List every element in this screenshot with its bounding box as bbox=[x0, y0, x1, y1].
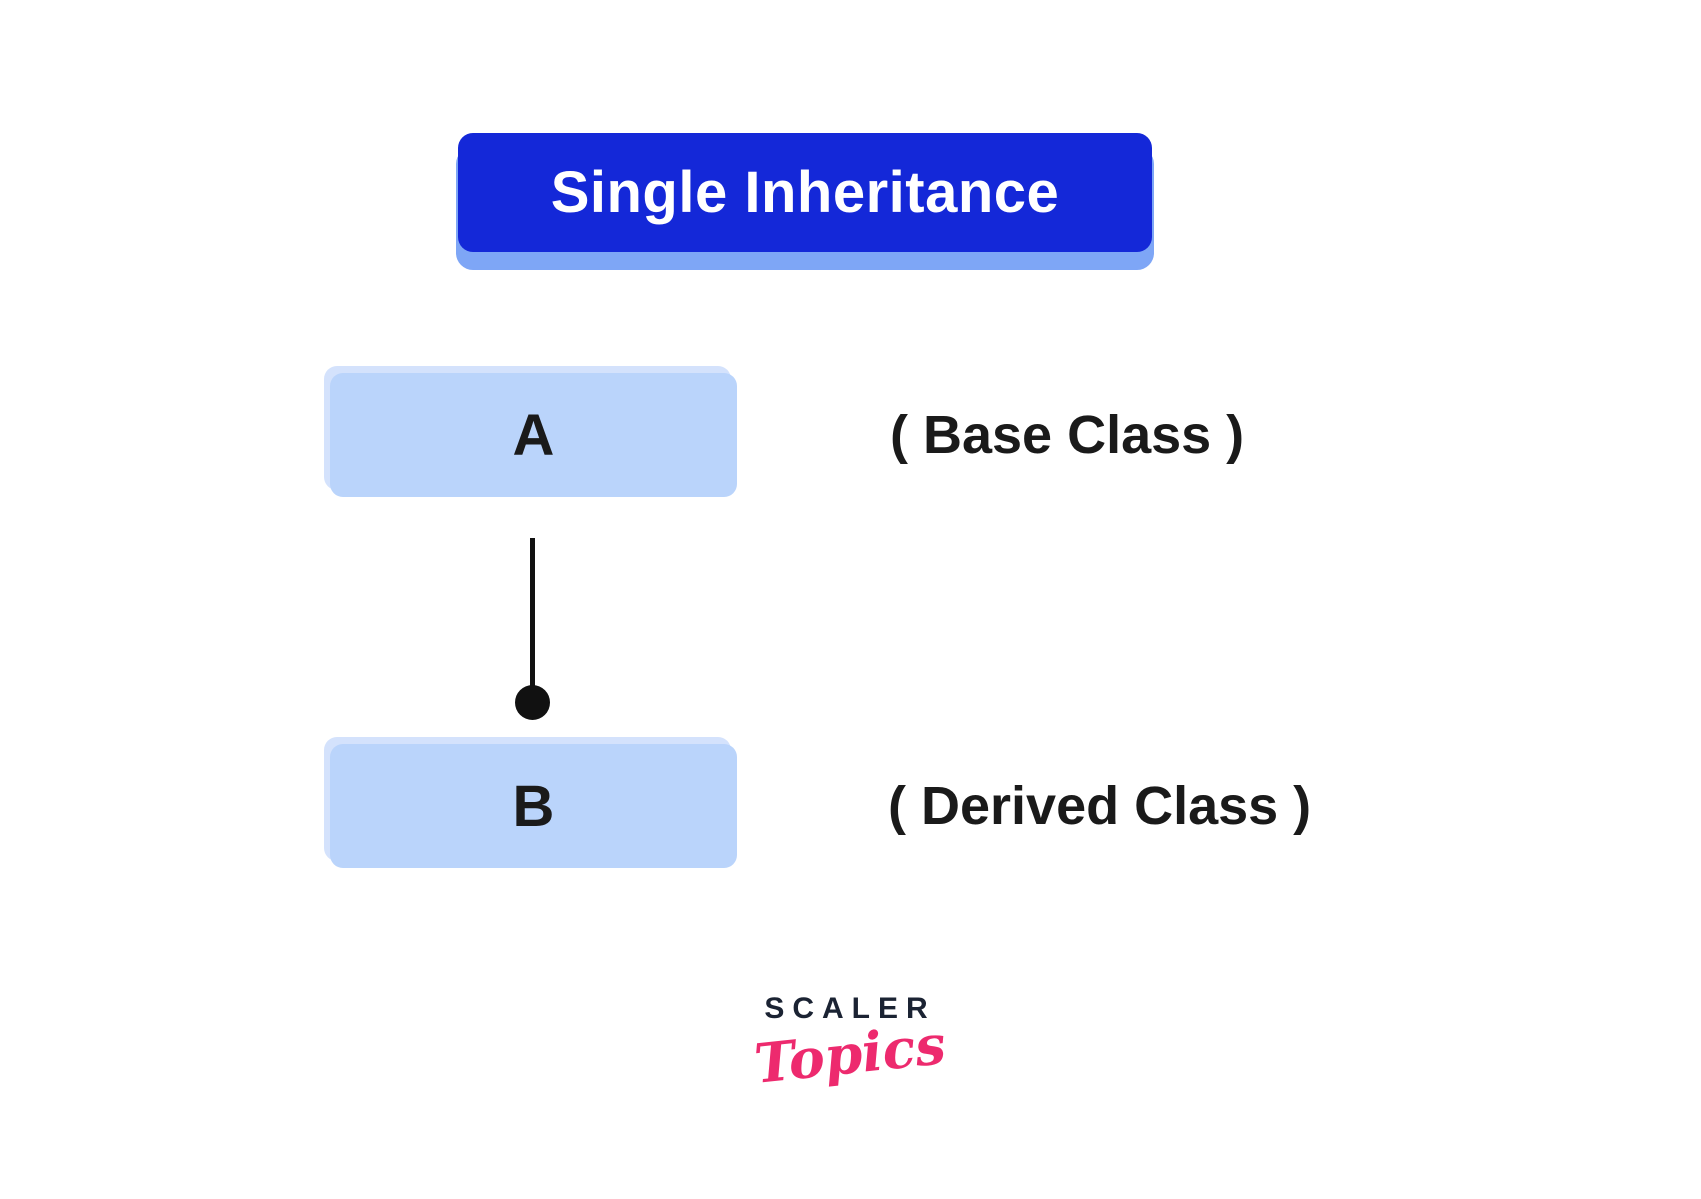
logo-brand-text: SCALER bbox=[764, 992, 936, 1025]
title-banner: Single Inheritance bbox=[458, 133, 1152, 252]
inheritance-connector-dot-icon bbox=[515, 685, 550, 720]
derived-class-annotation: ( Derived Class ) bbox=[888, 776, 1312, 836]
base-class-annotation: ( Base Class ) bbox=[890, 405, 1245, 465]
inheritance-connector-line bbox=[530, 538, 535, 688]
node-derived-class-b: B bbox=[330, 744, 737, 868]
scaler-topics-logo: SCALER Topics bbox=[751, 992, 948, 1096]
node-a-label: A bbox=[512, 402, 555, 468]
node-base-class-a: A bbox=[330, 373, 737, 497]
diagram-title: Single Inheritance bbox=[550, 160, 1060, 225]
node-b-label: B bbox=[512, 773, 555, 839]
